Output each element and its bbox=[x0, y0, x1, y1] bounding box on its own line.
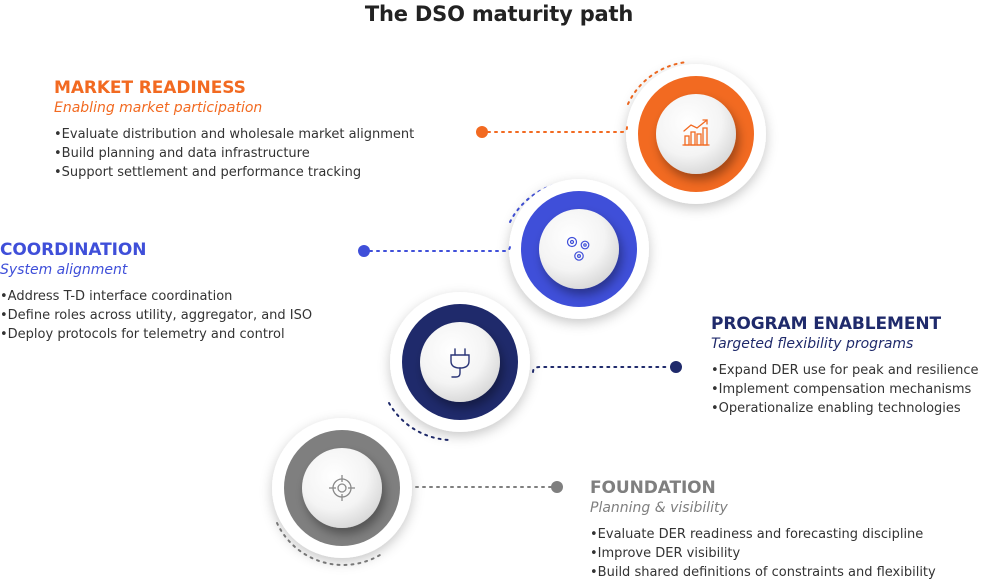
stage-heading: COORDINATION bbox=[0, 240, 147, 260]
gears-icon bbox=[566, 236, 590, 261]
list-item: Operationalize enabling technologies bbox=[711, 399, 978, 418]
stage-market-readiness: MARKET READINESS Enabling market partici… bbox=[54, 78, 414, 182]
stage-heading: PROGRAM ENABLEMENT bbox=[711, 314, 941, 334]
foundation-connector-dot bbox=[551, 481, 563, 493]
stage-subheading: Enabling market participation bbox=[54, 100, 263, 116]
target-icon bbox=[329, 475, 355, 501]
stage-program-enablement: PROGRAM ENABLEMENT Targeted flexibility … bbox=[711, 314, 978, 418]
list-item: Build shared definitions of constraints … bbox=[590, 563, 936, 582]
stage-heading: MARKET READINESS bbox=[54, 78, 246, 98]
stage-bullet-list: Evaluate DER readiness and forecasting d… bbox=[590, 525, 936, 582]
stage-bullet-list: Evaluate distribution and wholesale mark… bbox=[54, 125, 415, 182]
program-enablement-connector bbox=[532, 366, 669, 373]
stage-bullet-list: Expand DER use for peak and resilience I… bbox=[711, 361, 979, 418]
stage-program-enablement-node bbox=[388, 292, 682, 441]
stage-foundation-node bbox=[272, 418, 563, 566]
coordination-dotted-arc bbox=[509, 181, 571, 223]
program-enablement-connector-dot bbox=[670, 361, 682, 373]
coordination-connector-dot bbox=[358, 245, 370, 257]
growth-chart-icon bbox=[682, 119, 710, 146]
stage-subheading: Planning & visibility bbox=[590, 500, 728, 516]
diagram-title: The DSO maturity path bbox=[364, 2, 634, 26]
coordination-connector bbox=[369, 245, 511, 252]
market-readiness-connector-dot bbox=[476, 126, 488, 138]
stage-market-readiness-node bbox=[476, 61, 766, 204]
foundation-dotted-arc bbox=[276, 522, 381, 566]
list-item: Build planning and data infrastructure bbox=[54, 144, 414, 163]
list-item: Evaluate DER readiness and forecasting d… bbox=[590, 525, 936, 544]
stage-bullet-list: Address T-D interface coordination Defin… bbox=[0, 287, 312, 344]
stage-coordination: COORDINATION System alignment Address T-… bbox=[0, 240, 312, 344]
program-enablement-dotted-arc bbox=[388, 402, 451, 441]
plug-icon bbox=[450, 348, 470, 378]
stage-heading: FOUNDATION bbox=[590, 478, 716, 498]
list-item: Evaluate distribution and wholesale mark… bbox=[54, 125, 415, 144]
stage-foundation: FOUNDATION Planning & visibility Evaluat… bbox=[590, 478, 936, 582]
market-readiness-connector bbox=[487, 126, 628, 133]
list-item: Address T-D interface coordination bbox=[0, 287, 312, 306]
list-item: Define roles across utility, aggregator,… bbox=[0, 306, 312, 325]
market-readiness-dotted-arc bbox=[627, 61, 689, 105]
stage-subheading: Targeted flexibility programs bbox=[711, 336, 914, 352]
stage-coordination-node bbox=[358, 179, 649, 319]
list-item: Improve DER visibility bbox=[590, 544, 936, 563]
list-item: Expand DER use for peak and resilience bbox=[711, 361, 979, 380]
stage-subheading: System alignment bbox=[0, 262, 128, 278]
list-item: Support settlement and performance track… bbox=[54, 163, 414, 182]
list-item: Deploy protocols for telemetry and contr… bbox=[0, 325, 312, 344]
list-item: Implement compensation mechanisms bbox=[711, 380, 978, 399]
